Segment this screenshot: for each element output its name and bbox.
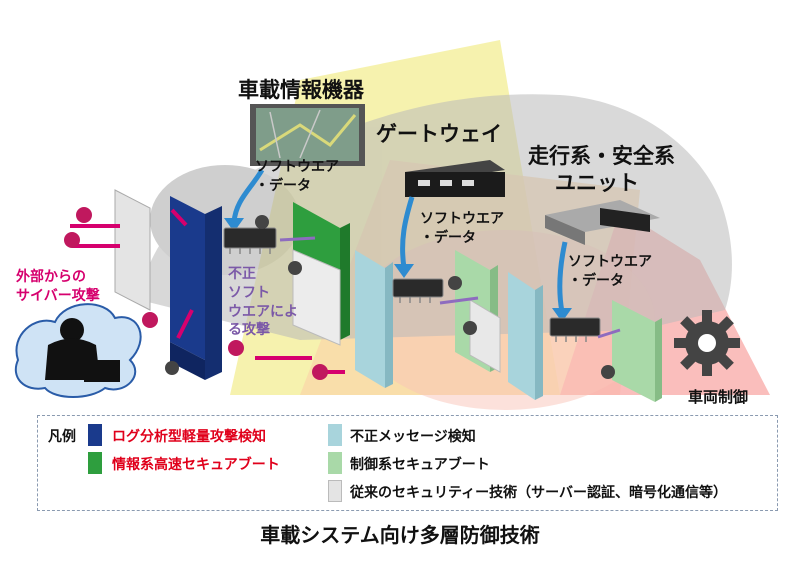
- legend-swatch-info-secure-boot: [88, 452, 102, 474]
- label-external-attack-line2: サイバー攻撃: [16, 288, 100, 304]
- hacker-cloud-icon: [15, 303, 142, 398]
- label-infotainment: 車載情報機器: [238, 78, 364, 102]
- label-drive-unit-line1: 走行系・安全系: [528, 144, 675, 168]
- label-sw-data-3-line2: ・データ: [568, 273, 624, 289]
- legend-item-ctrl-secure-boot: 制御系セキュアブート: [350, 457, 490, 473]
- label-malware-line1: 不正: [228, 266, 256, 282]
- label-sw-data-2-line1: ソフトウエア: [420, 211, 504, 227]
- label-sw-data-1-line2: ・データ: [255, 178, 311, 194]
- malware-arrows: [279, 236, 621, 339]
- label-malware-line3: ウエアによる攻撃: [228, 304, 298, 338]
- malware-icons: [165, 215, 615, 379]
- legend-swatch-msg-detect: [328, 424, 342, 446]
- infotainment-device: [250, 104, 365, 166]
- drive-unit-box: [545, 200, 660, 245]
- label-sw-data-2-line2: ・データ: [420, 230, 476, 246]
- label-external-attack-line1: 外部からの: [16, 269, 86, 285]
- virus-icons: [64, 207, 328, 380]
- legend-swatch-ctrl-secure-boot: [328, 452, 342, 474]
- ecu-chips: [223, 227, 601, 337]
- gear-icon: [674, 310, 740, 376]
- label-gateway: ゲートウェイ: [376, 122, 502, 146]
- legend-item-msg-detect: 不正メッセージ検知: [350, 429, 476, 445]
- legend-item-log-detect: ログ分析型軽量攻撃検知: [112, 429, 266, 445]
- legend-item-conventional: 従来のセキュリティー技術（サーバー認証、暗号化通信等）: [350, 485, 728, 501]
- gateway-box: [405, 160, 505, 197]
- layer-panels: [114, 189, 662, 402]
- label-malware-line2: ソフト: [228, 285, 270, 301]
- label-vehicle-control: 車両制御: [688, 388, 749, 406]
- label-sw-data-3-line1: ソフトウエア: [568, 254, 652, 270]
- legend: 凡例 ログ分析型軽量攻撃検知 情報系高速セキュアブート 不正メッセージ検知 制御…: [37, 415, 778, 511]
- label-sw-data-1-line1: ソフトウエア: [255, 159, 339, 175]
- legend-heading: 凡例: [48, 429, 76, 445]
- diagram-title: 車載システム向け多層防御技術: [260, 523, 540, 547]
- data-arrows: [231, 168, 568, 313]
- legend-swatch-conventional: [328, 480, 342, 502]
- legend-item-info-secure-boot: 情報系高速セキュアブート: [112, 457, 280, 473]
- attack-arrows: [70, 208, 345, 374]
- legend-swatch-log-detect: [88, 424, 102, 446]
- label-drive-unit-line2: ユニット: [555, 171, 639, 195]
